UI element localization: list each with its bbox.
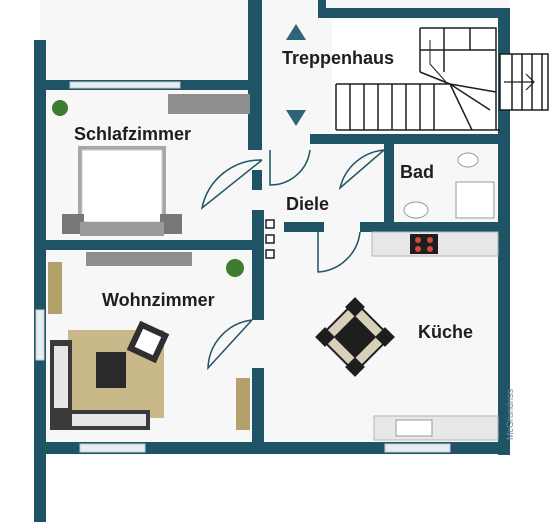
door-bedroom-arc (200, 159, 263, 210)
wall-bedroom-bottom (34, 240, 262, 250)
window-kitchen-bottom (384, 443, 451, 453)
wall-stair-bottom (310, 134, 510, 144)
armchair-seat (134, 328, 162, 356)
room-label-diele: Diele (286, 194, 330, 214)
outside-left (0, 200, 40, 522)
dining-table-inner (333, 315, 377, 359)
wall-left-upper (34, 40, 46, 240)
sink-icon (403, 201, 429, 219)
toilet-bowl (457, 152, 479, 168)
switches (265, 219, 275, 259)
stove-burner-4 (427, 246, 433, 252)
stove-burner-2 (427, 237, 433, 243)
wall-hall-kitchen (284, 222, 324, 232)
exterior-steps (499, 53, 549, 111)
stove-body (410, 234, 438, 254)
room-label-treppenhaus: Treppenhaus (282, 48, 395, 68)
switch-1 (265, 219, 275, 229)
sofa-cushions (54, 346, 68, 408)
room-label-kueche: Küche (418, 322, 474, 342)
bed-headboard (80, 222, 164, 236)
dining-chair-bottom (345, 357, 365, 377)
shower-tray (455, 181, 495, 219)
wall-living-kitchen-upper (252, 210, 264, 320)
wall-stair-left (248, 0, 262, 150)
wall-stair-top (318, 8, 510, 18)
bed-pillow-left (62, 214, 84, 234)
window-bedroom-top (69, 81, 181, 89)
stove-burner-1 (415, 237, 421, 243)
bed-mattress (81, 149, 163, 223)
switch-3 (265, 249, 275, 259)
stair-steps (335, 27, 500, 131)
stair-down-arrow-icon (286, 110, 306, 126)
stove-icon (410, 234, 438, 254)
window-living-bottom (79, 443, 146, 453)
plant-living (226, 259, 244, 277)
wall-living-kitchen-lower (252, 368, 264, 448)
stair-walk-line (429, 40, 447, 83)
shelf-right (236, 378, 250, 430)
wardrobe (168, 94, 250, 114)
watermark: McGrundriss (505, 388, 515, 440)
wall-bath-bottom (360, 222, 510, 232)
bedroom-sideboard (86, 252, 192, 266)
exterior-steps-arrow (504, 73, 535, 91)
switch-2 (265, 234, 275, 244)
window-left-living (35, 309, 45, 361)
wall-left-lower (34, 238, 46, 522)
coffee-table (96, 352, 126, 388)
door-bath-arc (338, 149, 385, 191)
dining-chair-right (375, 327, 395, 347)
door-stair-arc (269, 149, 311, 186)
shelf-left (48, 262, 62, 314)
dining-table-icon (315, 297, 395, 377)
wall-bath-left (384, 140, 394, 226)
room-label-wohnzimmer: Wohnzimmer (102, 290, 215, 310)
stair-arrows (286, 24, 306, 126)
bath-sink (403, 201, 429, 219)
room-label-bad: Bad (400, 162, 435, 182)
room-label-schlafzimmer: Schlafzimmer (74, 124, 192, 144)
stair-up-arrow-icon (286, 24, 306, 40)
wall-stair-left-lower (252, 170, 262, 190)
door-kitchen-arc (317, 231, 361, 273)
door-living-arc (207, 319, 253, 371)
sofa-icon (50, 320, 170, 430)
kitchen-counter-bottom (373, 415, 499, 441)
bed-pillow-right (160, 214, 182, 234)
bed-icon (62, 146, 182, 236)
dining-chair-left (315, 327, 335, 347)
wall-top-right-stub (318, 0, 326, 18)
dining-chair-top (345, 297, 365, 317)
plant-bedroom (52, 100, 68, 116)
stove-burner-3 (415, 246, 421, 252)
windows (35, 81, 451, 453)
doors (200, 149, 385, 371)
sofa-cushions-bottom (72, 414, 146, 426)
shower-icon (455, 181, 495, 219)
kitchen-sink (395, 419, 433, 437)
toilet-icon (457, 152, 479, 168)
staircase (332, 20, 500, 132)
plant-icon (52, 100, 244, 277)
